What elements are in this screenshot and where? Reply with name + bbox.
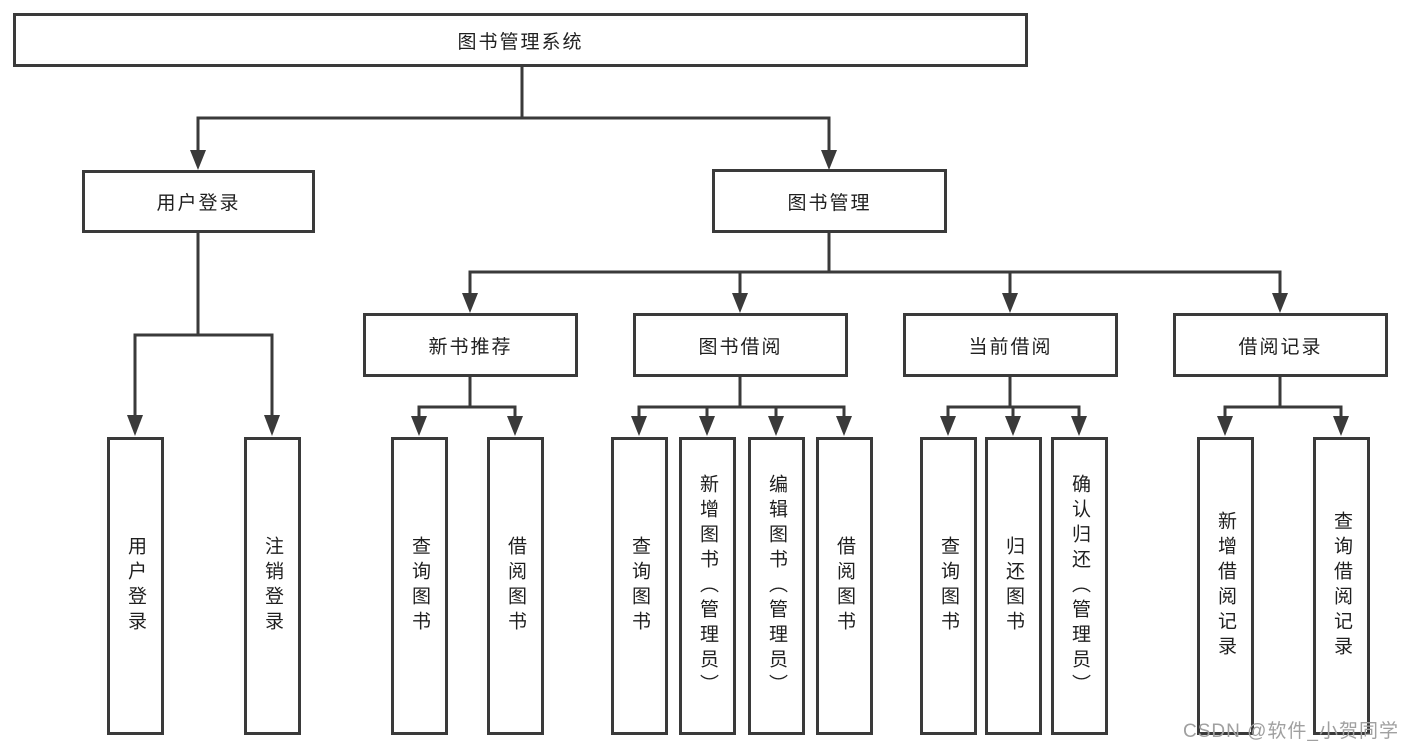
leaf-cb-query-books: 查询图书 (920, 437, 977, 735)
csdn-watermark: CSDN @软件_小贺同学 (1183, 721, 1399, 742)
node-user-login: 用户登录 (82, 170, 315, 233)
node-current-borrowing: 当前借阅 (903, 313, 1118, 377)
leaf-br-query-record: 查询借阅记录 (1313, 437, 1370, 735)
leaf-bb-query-books: 查询图书 (611, 437, 668, 735)
leaf-logout: 注销登录 (244, 437, 301, 735)
connector-borrowing-records-children (1217, 377, 1349, 436)
connector-current-borrowing-children (940, 377, 1087, 436)
node-book-management: 图书管理 (712, 169, 947, 233)
leaf-nbr-query-books: 查询图书 (391, 437, 448, 735)
connector-book-borrowing-children (631, 377, 852, 436)
leaf-bb-borrow-books: 借阅图书 (816, 437, 873, 735)
leaf-bb-edit-books-admin: 编辑图书（管理员） (748, 437, 805, 735)
leaf-cb-return-books: 归还图书 (985, 437, 1042, 735)
connector-user-login-children (127, 233, 280, 436)
leaf-bb-add-books-admin: 新增图书（管理员） (679, 437, 736, 735)
leaf-nbr-borrow-books: 借阅图书 (487, 437, 544, 735)
leaf-cb-confirm-return-admin: 确认归还（管理员） (1051, 437, 1108, 735)
node-borrowing-records: 借阅记录 (1173, 313, 1388, 377)
connector-new-book-recommendation-children (411, 377, 523, 436)
connector-book-management-children (462, 233, 1288, 313)
connector-root-to-level2 (190, 67, 837, 170)
node-new-book-recommendation: 新书推荐 (363, 313, 578, 377)
leaf-user-login: 用户登录 (107, 437, 164, 735)
node-root-library-system: 图书管理系统 (13, 13, 1028, 67)
node-book-borrowing: 图书借阅 (633, 313, 848, 377)
leaf-br-add-record: 新增借阅记录 (1197, 437, 1254, 735)
